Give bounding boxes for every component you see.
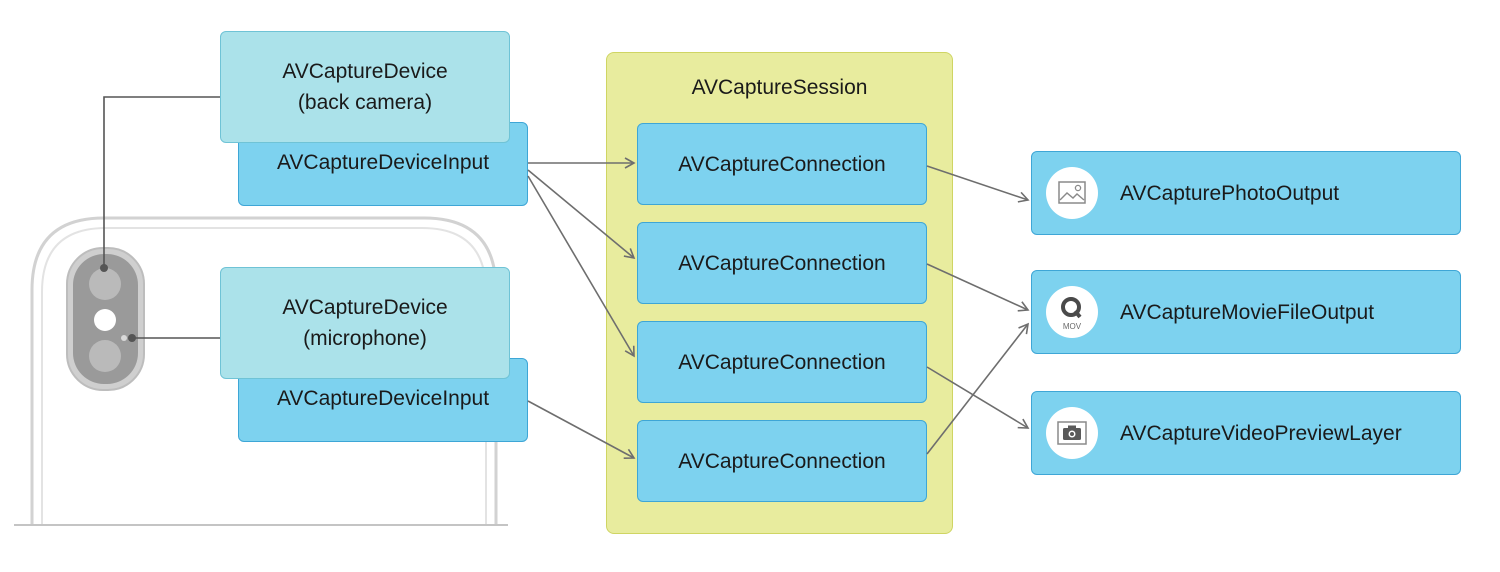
device-microphone: AVCaptureDevice (microphone) [220, 267, 510, 379]
quicktime-mov-icon: MOV [1046, 286, 1098, 338]
device-sublabel: (back camera) [297, 91, 433, 114]
mov-label: MOV [1063, 322, 1082, 331]
movie-file-output: MOV AVCaptureMovieFileOutput [1031, 270, 1461, 354]
capture-connection-1: AVCaptureConnection [637, 123, 927, 205]
output-label: AVCaptureMovieFileOutput [1120, 300, 1375, 324]
capture-connection-4: AVCaptureConnection [637, 420, 927, 502]
device-input-label: AVCaptureDeviceInput [276, 387, 490, 410]
device-back-camera: AVCaptureDevice (back camera) [220, 31, 510, 143]
device-label: AVCaptureDevice [282, 296, 448, 319]
output-label: AVCaptureVideoPreviewLayer [1120, 421, 1402, 445]
video-preview-layer-output: AVCaptureVideoPreviewLayer [1031, 391, 1461, 475]
connection-label: AVCaptureConnection [678, 449, 886, 473]
device-input-label: AVCaptureDeviceInput [276, 151, 490, 174]
camera-icon [1046, 407, 1098, 459]
photo-output: AVCapturePhotoOutput [1031, 151, 1461, 235]
session-title: AVCaptureSession [691, 76, 868, 99]
output-label: AVCapturePhotoOutput [1120, 181, 1340, 205]
connection-label: AVCaptureConnection [678, 251, 886, 275]
connection-label: AVCaptureConnection [678, 152, 886, 176]
photo-icon [1046, 167, 1098, 219]
capture-connection-2: AVCaptureConnection [637, 222, 927, 304]
capture-connection-3: AVCaptureConnection [637, 321, 927, 403]
device-sublabel: (microphone) [303, 327, 427, 350]
connection-label: AVCaptureConnection [678, 350, 886, 374]
device-label: AVCaptureDevice [282, 60, 448, 83]
